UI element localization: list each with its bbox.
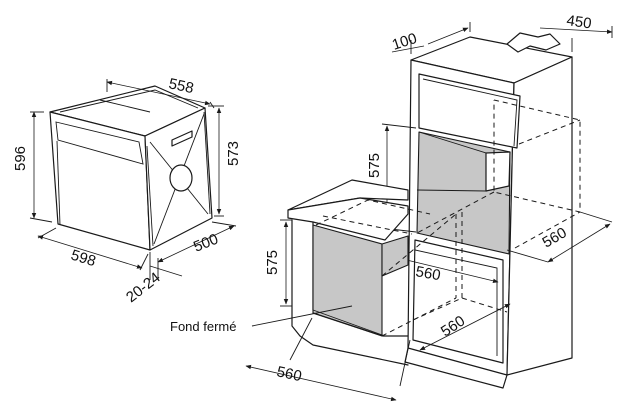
dim-560-counter-width: 560 <box>275 363 303 385</box>
oven-side-fan <box>169 164 193 192</box>
dim-596: 596 <box>12 146 29 171</box>
oven-control-panel <box>55 121 144 165</box>
worktop-front <box>287 197 409 241</box>
column-upper-opening <box>418 73 521 149</box>
oven-side-vent <box>171 130 193 147</box>
column-cabinet: 100 450 575 560 560 <box>366 12 613 389</box>
dim-558: 558 <box>167 75 195 97</box>
column-side-face <box>506 56 573 376</box>
back-note: Fond fermé <box>170 319 236 334</box>
vent-arrow-icon <box>506 32 561 53</box>
dim-573: 573 <box>225 141 242 166</box>
dim-575-counter: 575 <box>264 250 281 275</box>
oven-drawing: 558 596 573 598 500 20-24 <box>12 75 242 306</box>
niche-back-panel <box>312 224 383 337</box>
cabinet-outline <box>291 219 409 366</box>
dim-598: 598 <box>69 247 98 271</box>
dim-575-column: 575 <box>366 153 383 178</box>
under-counter-cabinet: 575 560 560 Fond fermé <box>170 179 511 402</box>
column-niche-back <box>416 131 511 255</box>
back-note-leader <box>251 305 353 327</box>
dim-560-column-width: 560 <box>414 263 442 284</box>
dim-450: 450 <box>565 12 592 32</box>
dim-100: 100 <box>390 30 419 54</box>
